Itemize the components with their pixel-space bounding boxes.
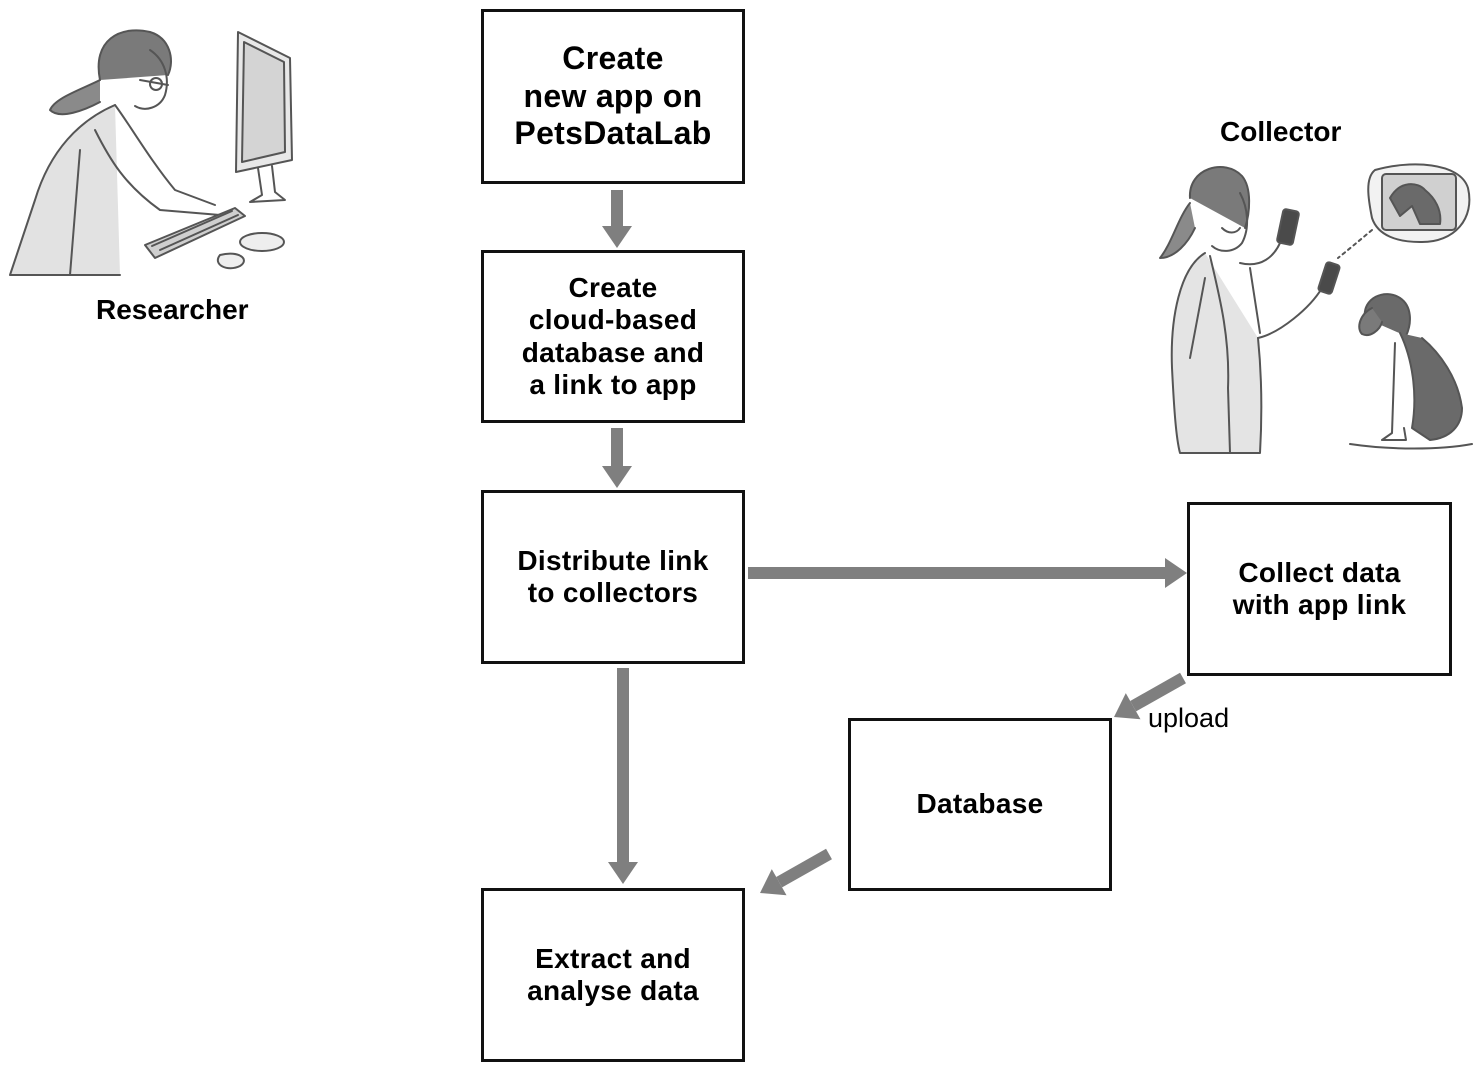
arrow-collect-to-database-head — [1114, 693, 1141, 720]
step-create-app: Create new app on PetsDataLab — [481, 9, 745, 184]
step-distribute-link: Distribute link to collectors — [481, 490, 745, 664]
arrow-create-db-to-distribute-head — [602, 466, 632, 488]
arrow-collect-to-database — [1114, 672, 1186, 720]
step-database-label: Database — [916, 788, 1044, 820]
researcher-at-computer-illustration — [9, 29, 293, 276]
step-create-database: Create cloud-based database and a link t… — [481, 250, 745, 423]
researcher-label: Researcher — [96, 294, 249, 325]
arrow-distribute-to-collect-head — [1165, 558, 1187, 588]
step-distribute-link-label: Distribute link to collectors — [517, 544, 709, 608]
arrow-distribute-to-collect — [748, 558, 1187, 588]
step-extract-analyse-label: Extract and analyse data — [527, 942, 699, 1006]
arrow-collect-to-database-shaft — [1130, 672, 1186, 712]
arrow-database-to-extract-shaft — [776, 848, 832, 888]
step-extract-analyse: Extract and analyse data — [481, 888, 745, 1062]
collector-with-phone-and-dog-illustration — [1159, 163, 1473, 454]
collector-label: Collector — [1220, 116, 1342, 147]
arrow-database-to-extract — [760, 848, 832, 896]
step-collect-data: Collect data with app link — [1187, 502, 1452, 676]
step-collect-data-label: Collect data with app link — [1232, 556, 1407, 620]
edge-label-upload: upload — [1148, 703, 1230, 733]
arrow-distribute-to-extract — [608, 668, 638, 884]
arrow-create-app-to-create-db-head — [602, 226, 632, 248]
arrow-create-db-to-distribute — [602, 428, 632, 488]
arrow-distribute-to-extract-head — [608, 862, 638, 884]
arrow-database-to-extract-head — [760, 869, 787, 896]
step-database: Database — [848, 718, 1112, 891]
step-create-app-label: Create new app on PetsDataLab — [514, 39, 712, 152]
step-create-database-label: Create cloud-based database and a link t… — [521, 272, 705, 400]
arrow-create-app-to-create-db — [602, 190, 632, 248]
